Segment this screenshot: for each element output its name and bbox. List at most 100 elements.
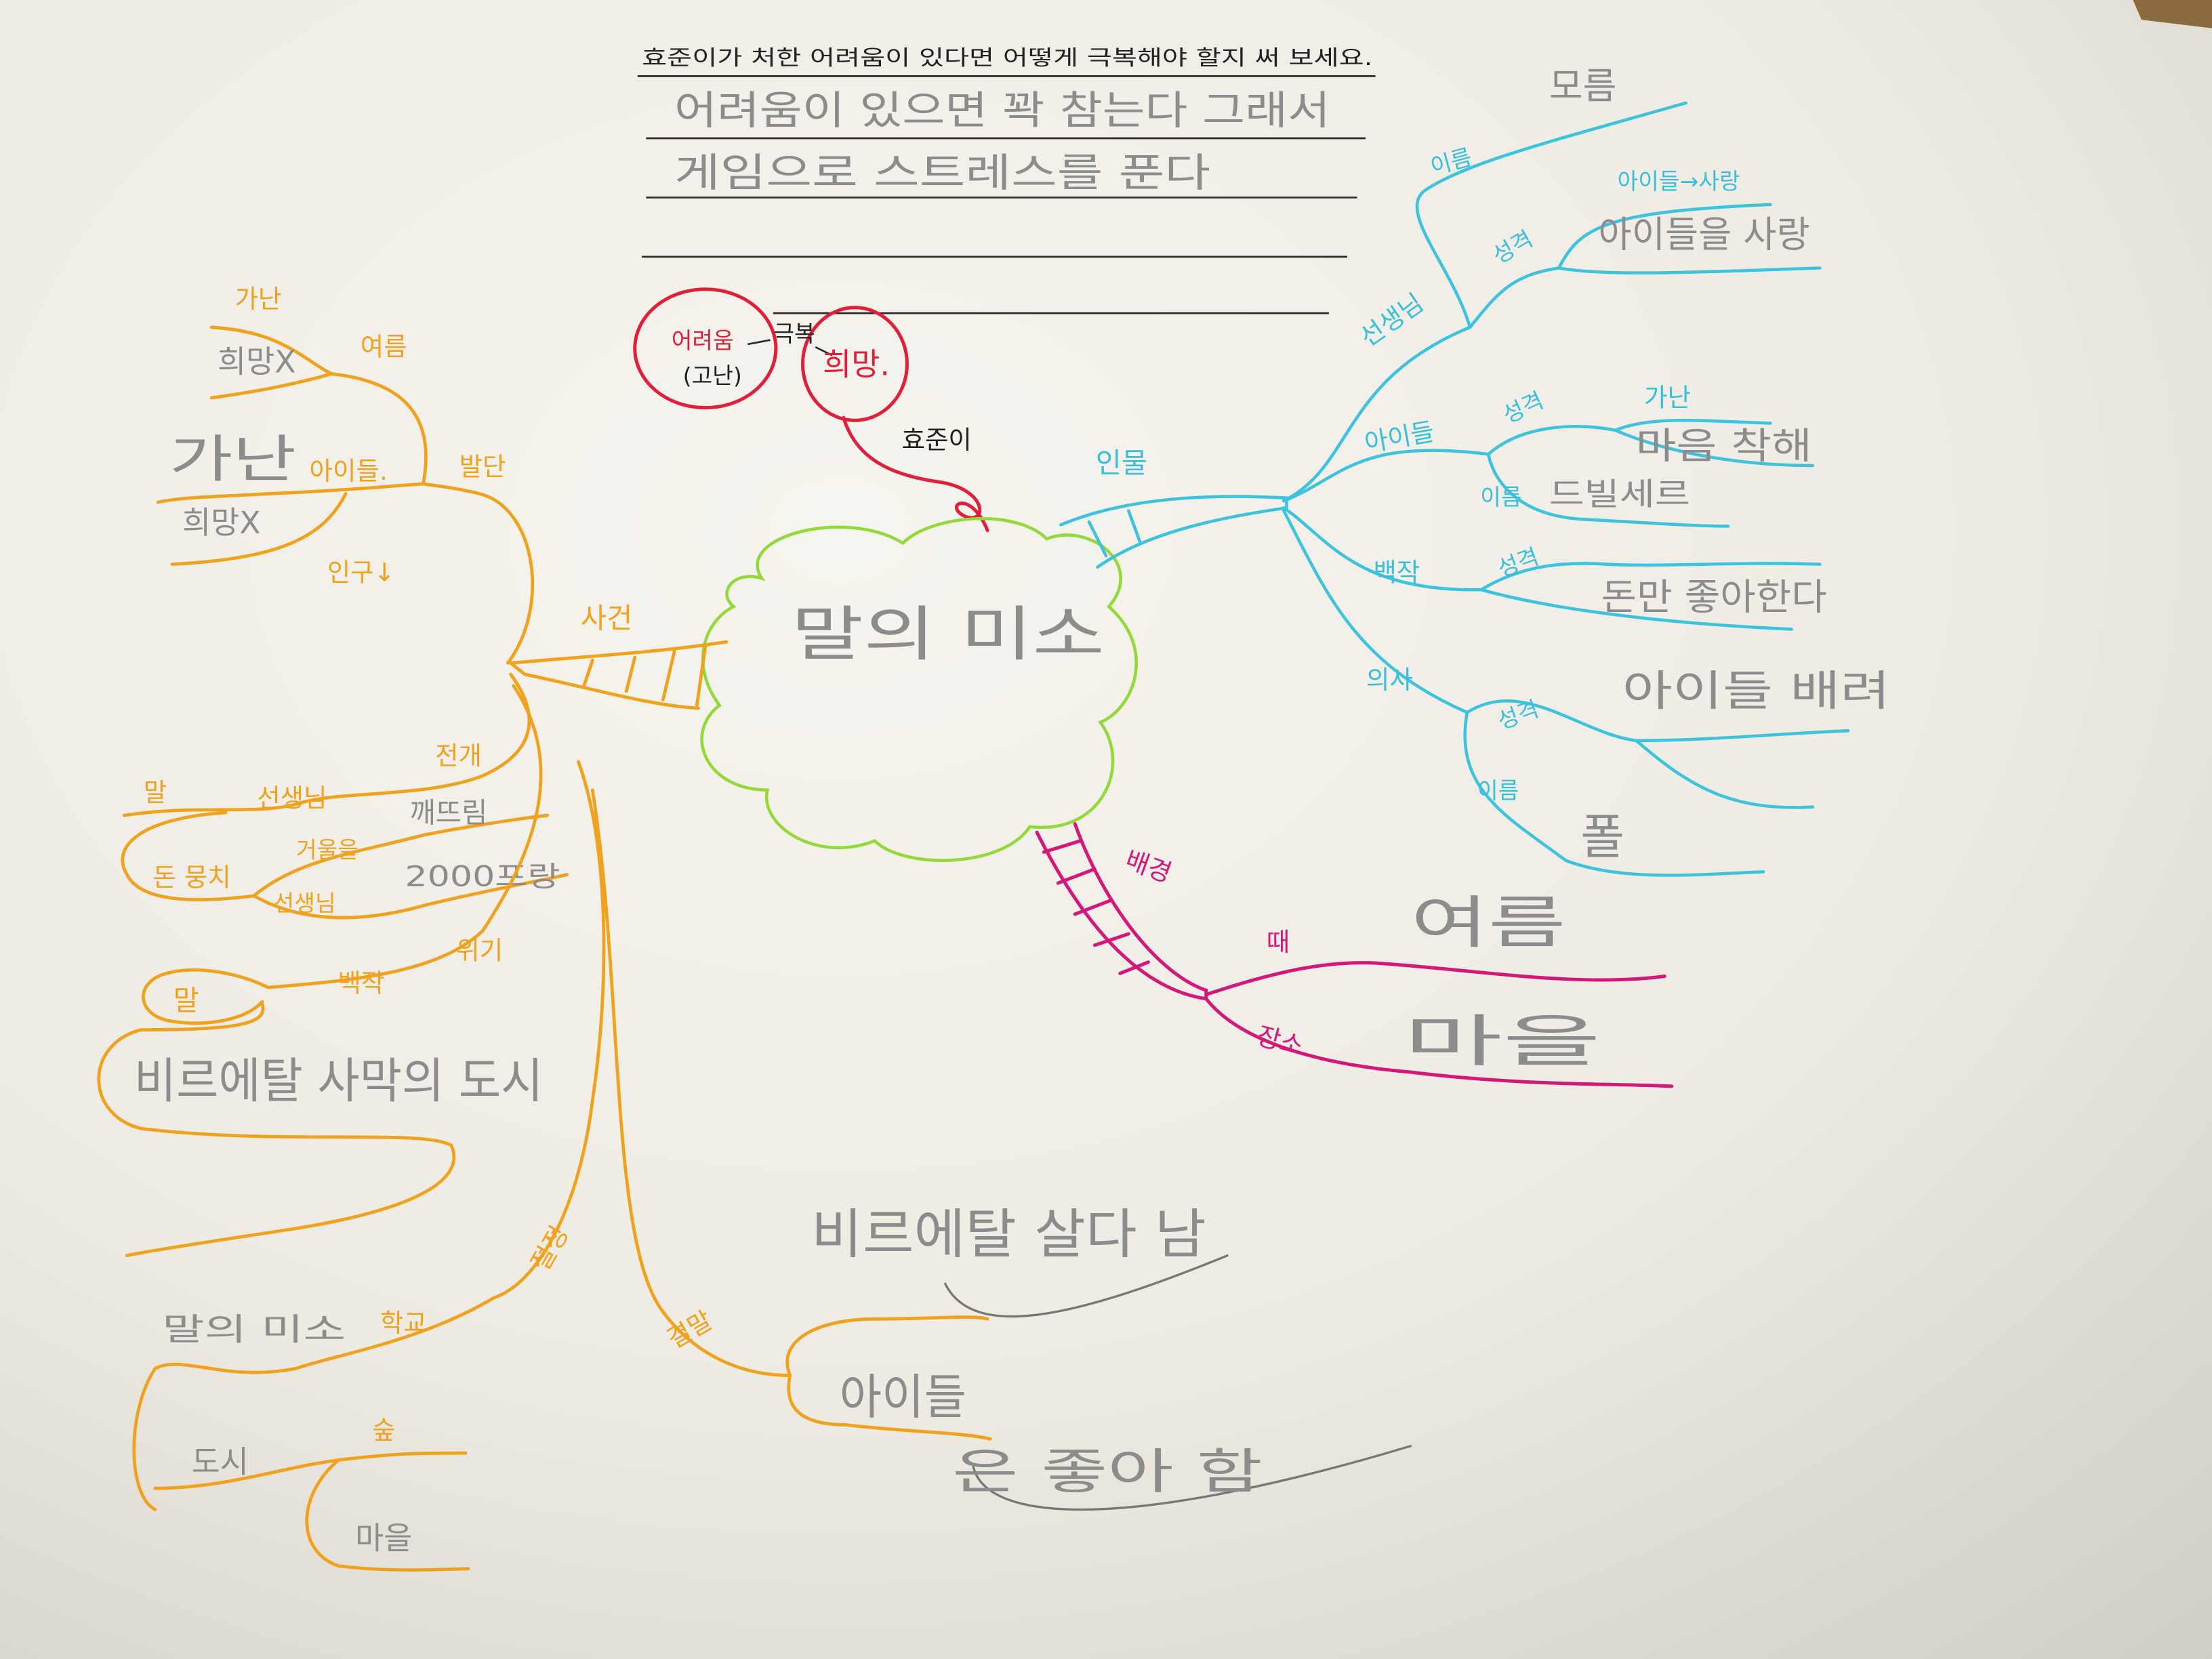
climax-school: 학교 [380,1308,427,1338]
beginning-top-upper [209,325,333,376]
crisis-horse: 말 [173,983,199,1017]
place-value: 마을 [1404,1008,1601,1074]
children-trait-connector [1486,424,1617,456]
doctor-name-label: 이름 [1477,777,1519,804]
doctor-name-connector [1463,710,1765,877]
crisis-count: 백작 [337,968,384,998]
count-label: 백작 [1373,558,1420,588]
beginning-top-connector [329,372,428,486]
count-connector [1282,506,1483,592]
beginning-no-hope: 희망X [182,504,261,541]
doctor-label: 의사 [1366,665,1413,695]
arrow-to-overcome [747,339,771,346]
ending-stay-line [944,1254,1229,1318]
overcome-label: 극복 [773,321,815,347]
development-teacher-2: 선생님 [274,890,336,917]
center-cloud [700,516,1138,862]
hope-tail [842,415,989,533]
doctor-trait-connector-2 [1635,739,1815,809]
events-main-branch [506,640,729,710]
hope-bubble [800,306,909,422]
children-trait: 마음 착해 [1636,425,1812,468]
climax-village: 마을 [355,1520,412,1557]
ending-lower-loop [787,1374,992,1441]
crisis-label: 위기 [456,936,503,966]
branch-stripe [661,650,676,701]
teacher-trait-short-connector [1557,203,1772,270]
crisis-place: 비르에탈 사막의 도시 [134,1053,544,1109]
count-trait: 돈만 좋아한다 [1601,575,1827,618]
climax-city: 도시 [192,1443,249,1480]
teacher-trait: 아이들을 사랑 [1598,213,1809,255]
development-loop [121,811,256,902]
children-trait-short: 가난 [1644,383,1691,413]
beginning-poverty: 가난 [169,430,296,489]
beginning-label: 발단 [459,452,506,482]
worksheet-prompt: 효준이가 처한 어려움이 있다면 어떻게 극복해야 할지 써 보세요. 어려움이… [637,46,1376,314]
difficulty-bubble [633,287,778,410]
development-label: 전개 [435,741,482,771]
characters-label: 인물 [1096,446,1148,479]
hope-label: 희망. [823,346,890,383]
climax-village-connector [305,1458,470,1572]
beginning-summer: 여름 [361,332,407,362]
count-trait-connector [1479,562,1822,592]
beginning-poverty-top: 가난 [234,284,281,314]
development-broke: 깨뜨림 [410,796,488,830]
events-label: 사건 [581,601,633,634]
beginning-mid-connector [156,482,425,504]
doctor-name: 폴 [1580,808,1624,865]
arrow-to-hope [815,346,833,356]
place-connector [1204,997,1674,1088]
climax-forest: 숲 [372,1415,395,1445]
instruction-text: 효준이가 처한 어려움이 있다면 어떻게 극복해야 할지 써 보세요. [642,46,1372,70]
answer-line-1: 어려움이 있으면 꽉 참는다 그래서 [674,87,1330,134]
teacher-name-connector [1415,101,1687,329]
branch-stripe [582,658,594,688]
ending-upper-loop [785,1315,989,1377]
branch-stripe [1042,839,1083,854]
doctor-connector [1282,509,1469,714]
development-connector [122,672,531,817]
time-label: 때 [1267,927,1290,957]
development-horse: 말 [144,777,167,807]
development-money: 돈 뭉치 [152,862,230,892]
children-name-connector [1486,452,1730,528]
character-name: 효준이 [902,425,972,455]
children-name-label: 이름 [1480,484,1521,510]
development-lower [252,873,569,920]
beginning-mid-lower [170,492,348,567]
beginning-no-hope-top: 희망X [218,344,296,380]
crisis-horse-loop [142,968,270,1025]
climax-title: 말의 미소 [162,1311,346,1348]
teacher-trait-connector [1468,266,1561,329]
teacher-trait-connector-2 [1557,266,1822,274]
children-trait-connector-2 [1614,428,1815,468]
branch-stripe [695,644,708,708]
beginning-population: 인구↓ [327,558,395,588]
development-price: 2000프랑 [405,859,560,893]
center-title: 말의 미소 [792,600,1105,669]
beginning-top-lower [209,372,333,400]
climax-connector [132,760,606,1511]
beginning-connector [422,482,534,665]
branch-stripe [1073,898,1113,916]
difficulty-label: 어려움 [672,327,734,354]
doctor-trait: 아이들 배려 [1622,666,1891,716]
branch-stripe [1087,520,1108,558]
count-trait-connector-2 [1479,588,1793,631]
hardship-label: (고난) [683,363,742,389]
children-name: 드빌세르 [1549,476,1690,512]
branch-stripe [624,655,637,693]
branch-stripe [1118,960,1150,975]
crisis-place-loop [97,1002,456,1258]
ending-stay: 비르에탈 살다 남 [811,1203,1206,1265]
time-value: 여름 [1411,890,1566,956]
children-connector [1282,449,1490,503]
climax-city-connector [153,1451,468,1490]
time-connector [1204,961,1666,997]
crisis-connector [266,684,543,989]
development-mirror: 거울을 [296,837,359,863]
central-topic: 말의 미소 [700,516,1138,862]
